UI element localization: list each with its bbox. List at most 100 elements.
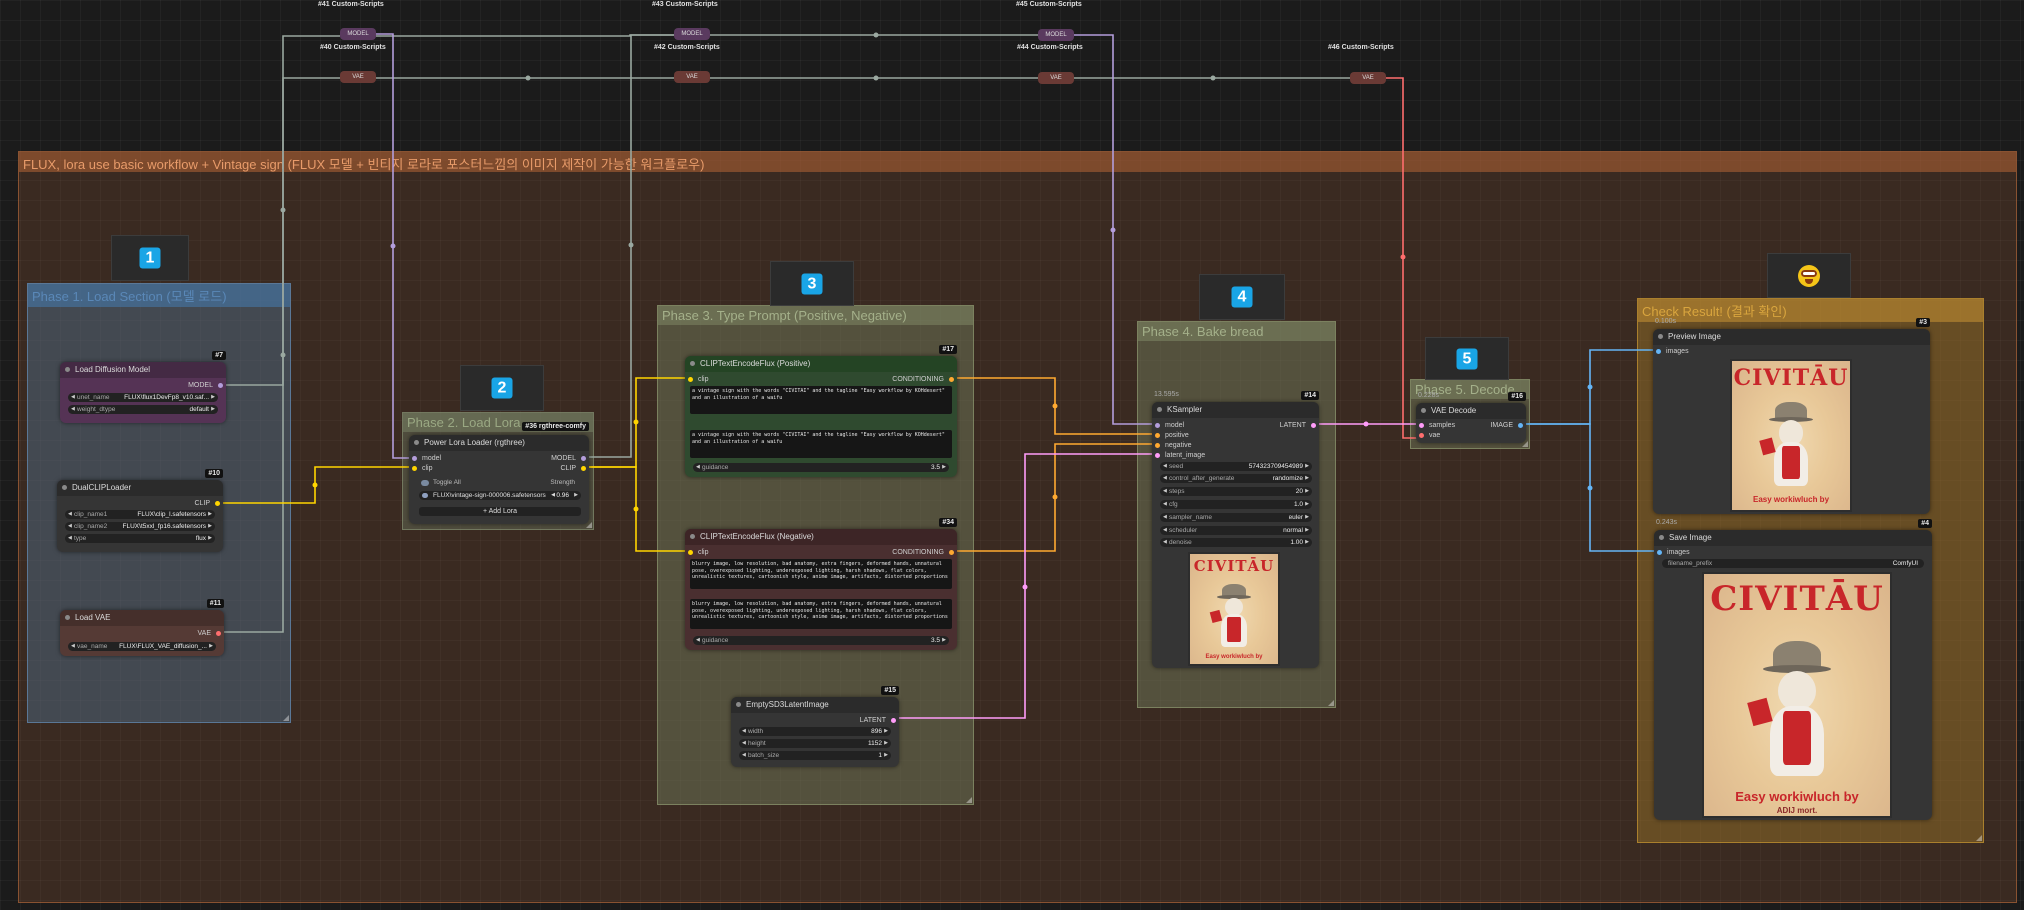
conditioning-output-slot[interactable]: CONDITIONING [892,376,954,384]
reroute-44-vae[interactable]: VAE [1038,72,1074,84]
arrow-left-icon[interactable]: ◀ [71,406,75,412]
latent-output-slot[interactable]: LATENT [1280,422,1317,430]
preview-image-node[interactable]: 0.100s #3 Preview Image images CIVITĀU E… [1653,318,1930,514]
toggle-all-switch[interactable] [421,480,429,486]
add-lora-button[interactable]: + Add Lora [419,507,581,516]
model-output-slot[interactable]: MODEL [551,455,586,463]
arrow-left-icon[interactable]: ◀ [551,492,555,498]
arrow-left-icon[interactable]: ◀ [742,728,746,734]
clip-l-textarea[interactable]: a vintage sign with the words "CIVITAI" … [690,386,952,414]
node-title[interactable]: Load Diffusion Model [60,362,226,378]
node-title[interactable]: EmptySD3LatentImage [731,697,899,713]
model-output-slot[interactable]: MODEL [188,382,223,390]
images-input-slot[interactable]: images [1656,348,1689,356]
arrow-right-icon[interactable]: ▶ [1305,463,1309,469]
height-number[interactable]: ◀ height 1152 ▶ [739,739,891,748]
image-output-slot[interactable]: IMAGE [1490,422,1523,430]
resize-handle[interactable] [283,715,289,721]
batch-size-number[interactable]: ◀ batch_size 1 ▶ [739,751,891,760]
arrow-left-icon[interactable]: ◀ [68,511,72,517]
reroute-46-vae[interactable]: VAE [1350,72,1386,84]
clip-text-encode-positive-node[interactable]: #17 CLIPTextEncodeFlux (Positive) clip C… [685,345,957,477]
load-vae-node[interactable]: #11 Load VAE VAE ◀ vae_name FLUX\FLUX_VA… [60,599,224,656]
node-title[interactable]: CLIPTextEncodeFlux (Positive) [685,356,957,372]
filename-prefix-text[interactable]: filename_prefix ComfyUI [1662,559,1924,568]
reroute-42-vae[interactable]: VAE [674,71,710,83]
reroute-40-vae[interactable]: VAE [340,71,376,83]
resize-handle[interactable] [586,522,592,528]
arrow-right-icon[interactable]: ▶ [942,637,946,643]
arrow-left-icon[interactable]: ◀ [1163,501,1167,507]
latent-image-input-slot[interactable]: latent_image [1155,452,1205,460]
model-input-slot[interactable]: model [412,455,441,463]
badge-node-1[interactable]: 1 [111,235,189,281]
vae-output-slot[interactable]: VAE [198,630,222,638]
clip-input-slot[interactable]: clip [688,549,709,557]
vae-decode-node[interactable]: 0.228s #16 VAE Decode samples vae IMAGE [1416,392,1526,443]
weight-dtype-combo[interactable]: ◀ weight_dtype default ▶ [68,405,218,414]
arrow-left-icon[interactable]: ◀ [1163,539,1167,545]
arrow-right-icon[interactable]: ▶ [209,643,213,649]
model-input-slot[interactable]: model [1155,422,1184,430]
node-title[interactable]: DualCLIPLoader [57,480,223,496]
clip-output-slot[interactable]: CLIP [560,465,586,473]
node-title[interactable]: KSampler [1152,402,1319,418]
arrow-right-icon[interactable]: ▶ [942,464,946,470]
clip-l-textarea[interactable]: blurry image, low resolution, bad anatom… [690,559,952,589]
arrow-left-icon[interactable]: ◀ [71,643,75,649]
badge-node-4[interactable]: 4 [1199,274,1285,320]
arrow-right-icon[interactable]: ▶ [208,511,212,517]
node-title[interactable]: VAE Decode [1416,403,1526,419]
resize-handle[interactable] [1328,700,1334,706]
arrow-right-icon[interactable]: ▶ [211,394,215,400]
lora-toggle-icon[interactable] [422,493,428,498]
arrow-left-icon[interactable]: ◀ [742,752,746,758]
arrow-right-icon[interactable]: ▶ [1305,475,1309,481]
arrow-left-icon[interactable]: ◀ [68,535,72,541]
guidance-number[interactable]: ◀ guidance 3.5 ▶ [693,636,949,645]
ksampler-node[interactable]: 13.595s #14 KSampler model positive nega… [1152,391,1319,668]
negative-input-slot[interactable]: negative [1155,442,1191,450]
conditioning-output-slot[interactable]: CONDITIONING [892,549,954,557]
badge-node-emoji[interactable] [1767,253,1851,298]
badge-node-2[interactable]: 2 [460,365,544,411]
arrow-left-icon[interactable]: ◀ [1163,463,1167,469]
t5xxl-textarea[interactable]: a vintage sign with the words "CIVITAI" … [690,430,952,458]
arrow-left-icon[interactable]: ◀ [1163,475,1167,481]
reroute-41-model[interactable]: MODEL [340,28,376,40]
arrow-right-icon[interactable]: ▶ [884,728,888,734]
arrow-right-icon[interactable]: ▶ [1305,514,1309,520]
node-title[interactable]: CLIPTextEncodeFlux (Negative) [685,529,957,545]
power-lora-loader-node[interactable]: #36 rgthree-comfy Power Lora Loader (rgt… [409,422,589,524]
arrow-right-icon[interactable]: ▶ [1305,527,1309,533]
arrow-right-icon[interactable]: ▶ [1305,539,1309,545]
arrow-right-icon[interactable]: ▶ [884,752,888,758]
dual-clip-loader-node[interactable]: #10 DualCLIPLoader CLIP ◀ clip_name1 FLU… [57,469,223,552]
positive-input-slot[interactable]: positive [1155,432,1189,440]
arrow-left-icon[interactable]: ◀ [742,740,746,746]
latent-output-slot[interactable]: LATENT [860,717,897,725]
clip-name2-combo[interactable]: ◀ clip_name2 FLUX\t5xxl_fp16.safetensors… [65,522,215,531]
clip-text-encode-negative-node[interactable]: #34 CLIPTextEncodeFlux (Negative) clip C… [685,518,957,650]
clip-input-slot[interactable]: clip [412,465,433,473]
arrow-right-icon[interactable]: ▶ [211,406,215,412]
badge-node-3[interactable]: 3 [770,261,854,306]
arrow-left-icon[interactable]: ◀ [71,394,75,400]
arrow-right-icon[interactable]: ▶ [574,492,578,498]
reroute-43-model[interactable]: MODEL [674,28,710,40]
vae-name-combo[interactable]: ◀ vae_name FLUX\FLUX_VAE_diffusion_... ▶ [68,642,216,651]
guidance-number[interactable]: ◀ guidance 3.5 ▶ [693,463,949,472]
node-title[interactable]: Load VAE [60,610,224,626]
clip-output-slot[interactable]: CLIP [194,500,220,508]
images-input-slot[interactable]: images [1657,549,1690,557]
resize-handle[interactable] [1976,835,1982,841]
lora-strength-value[interactable]: 0.96 [556,492,569,499]
width-number[interactable]: ◀ width 896 ▶ [739,727,891,736]
arrow-right-icon[interactable]: ▶ [208,535,212,541]
